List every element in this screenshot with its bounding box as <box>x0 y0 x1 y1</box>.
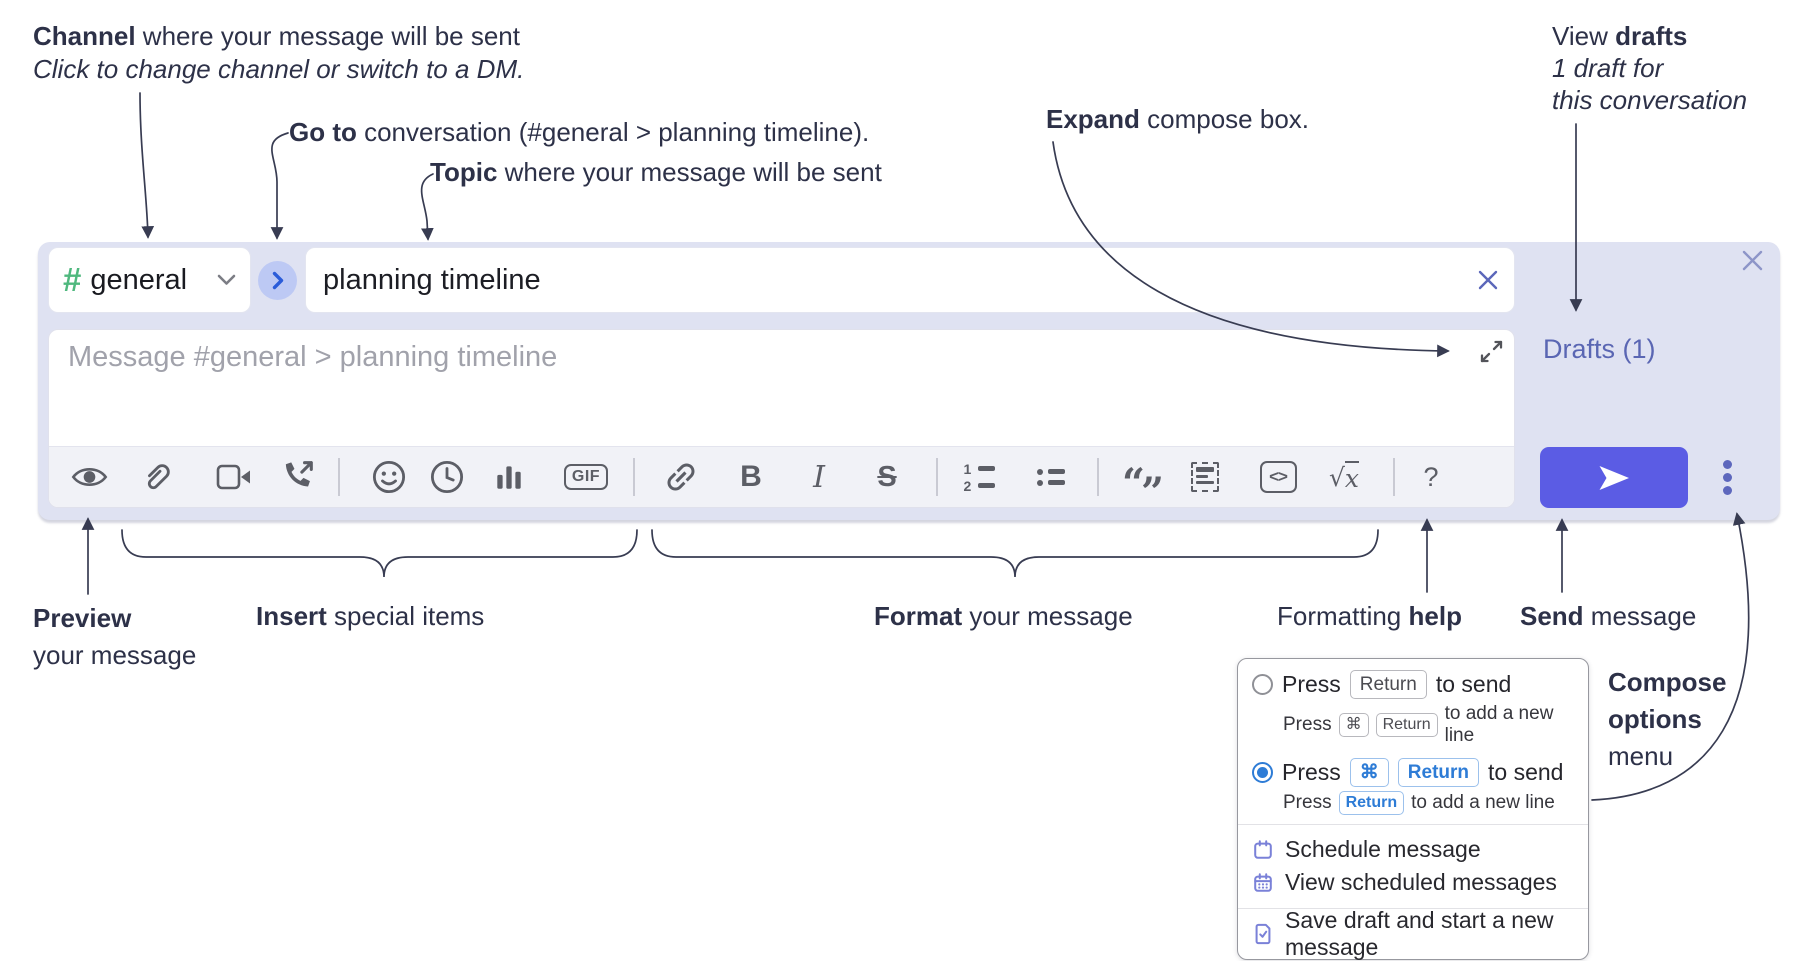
calendar-icon <box>1254 839 1272 859</box>
chevron-down-icon <box>217 274 236 285</box>
toolbar-divider <box>1097 458 1099 496</box>
format-annotation: Format your message <box>874 601 1133 631</box>
compose-box: # general Drafts (1) <box>38 242 1780 520</box>
menu-item-label: Schedule message <box>1285 836 1481 862</box>
toolbar-divider <box>1393 458 1395 496</box>
chevron-right-icon <box>272 271 283 290</box>
send-annotation: Send message <box>1520 601 1697 631</box>
cmd-key: ⌘ <box>1349 758 1389 787</box>
compose-options-menu: Press Return to send Press ⌘ Return to a… <box>1237 658 1589 960</box>
quote-close: ” <box>1141 469 1164 508</box>
option1-suffix: to send <box>1435 671 1512 697</box>
compose-toolbar: GIF B I S 1 2 <box>49 446 1514 507</box>
topic-input[interactable] <box>306 248 1514 312</box>
math-x: x <box>1344 461 1360 493</box>
channel-hash-icon: # <box>63 261 82 298</box>
numbered-list-icon[interactable]: 1 2 <box>957 455 1001 499</box>
goto-annotation: Go to conversation (#general > planning … <box>289 117 870 147</box>
message-formatting-help-icon[interactable]: ? <box>1423 461 1439 492</box>
draft-check-icon <box>1255 923 1271 944</box>
voice-call-icon[interactable] <box>276 455 320 499</box>
insert-annotation: Insert special items <box>256 601 485 631</box>
goto-connector <box>270 132 289 240</box>
radio-selected-icon[interactable] <box>1252 762 1273 783</box>
compose-options-annotation: Compose options menu <box>1608 667 1727 771</box>
option1-subtext: Press ⌘ Return to add a new line <box>1283 703 1554 746</box>
drafts-annotation-line3: this conversation <box>1552 85 1748 115</box>
video-call-icon[interactable] <box>212 455 256 499</box>
toolbar-divider <box>338 458 340 496</box>
go-to-conversation-button[interactable] <box>258 261 297 300</box>
option2-press: Press <box>1282 759 1341 785</box>
math-icon[interactable]: √x <box>1322 455 1366 499</box>
send-button[interactable] <box>1540 447 1688 508</box>
gif-icon[interactable]: GIF <box>562 455 610 499</box>
menu-item-label: Save draft and start a new message <box>1285 906 1554 960</box>
quote-open: “ <box>1121 460 1145 507</box>
schedule-time-icon[interactable] <box>425 455 469 499</box>
italic-icon[interactable]: I <box>813 459 825 495</box>
option2-subtext: Press Return to add a new line <box>1283 791 1555 815</box>
drafts-annotation-line1: View drafts <box>1552 21 1688 51</box>
topic-input-wrap <box>305 247 1515 313</box>
link-icon[interactable] <box>659 455 703 499</box>
insert-brace <box>121 529 638 578</box>
menu-item-view-scheduled[interactable]: View scheduled messages <box>1252 866 1574 899</box>
channel-connector <box>139 92 155 239</box>
option1-press: Press <box>1282 671 1341 697</box>
drafts-annotation: View drafts 1 draft for this conversatio… <box>1552 20 1747 116</box>
channel-name: general <box>90 263 188 296</box>
cmd-key: ⌘ <box>1338 713 1369 737</box>
toolbar-divider <box>936 458 938 496</box>
toolbar-divider <box>633 458 635 496</box>
return-key: Return <box>1338 791 1405 815</box>
strikethrough-icon[interactable]: S <box>877 460 897 493</box>
message-input[interactable] <box>49 330 1514 447</box>
attach-file-icon[interactable] <box>135 455 179 499</box>
message-panel: GIF B I S 1 2 <box>48 329 1515 508</box>
menu-item-label: View scheduled messages <box>1285 869 1557 895</box>
formatting-help-annotation: Formatting help <box>1277 601 1462 631</box>
return-key: Return <box>1349 670 1427 699</box>
compose-options-ellipsis-icon[interactable] <box>1717 460 1737 495</box>
option-cmd-return-to-send[interactable]: Press ⌘ Return to send <box>1252 758 1574 787</box>
menu-divider <box>1238 824 1588 825</box>
preview-icon[interactable] <box>67 455 111 499</box>
ol-number: 1 <box>963 460 972 477</box>
close-icon[interactable] <box>1740 248 1765 273</box>
return-key: Return <box>1375 713 1438 737</box>
format-brace <box>651 529 1379 578</box>
send-icon <box>1599 465 1629 490</box>
preview-annotation: Preview your message <box>33 603 197 670</box>
return-key: Return <box>1397 758 1480 787</box>
drafts-annotation-line2: 1 draft for <box>1552 53 1664 83</box>
option2-suffix: to send <box>1488 759 1564 785</box>
expand-compose-icon[interactable] <box>1478 338 1505 365</box>
gif-label: GIF <box>563 464 609 490</box>
expand-annotation: Expand compose box. <box>1046 104 1310 134</box>
option-return-to-send[interactable]: Press Return to send <box>1252 670 1574 699</box>
quote-icon[interactable]: “” <box>1119 455 1164 508</box>
math-root: √ <box>1328 462 1345 492</box>
code-icon[interactable]: <> <box>1256 455 1300 499</box>
spoiler-icon[interactable] <box>1183 455 1227 499</box>
radio-unselected-icon[interactable] <box>1252 674 1273 695</box>
menu-item-schedule-message[interactable]: Schedule message <box>1252 833 1574 866</box>
calendar-dots-icon <box>1254 872 1272 892</box>
topic-annotation: Topic where your message will be sent <box>430 157 882 187</box>
bold-icon[interactable]: B <box>740 460 762 493</box>
menu-item-save-draft[interactable]: Save draft and start a new message <box>1252 907 1574 960</box>
menu-divider <box>1238 908 1588 909</box>
drafts-link[interactable]: Drafts (1) <box>1543 334 1656 364</box>
channel-selector[interactable]: # general <box>48 247 251 313</box>
bulleted-list-icon[interactable] <box>1029 455 1073 499</box>
channel-annotation-line2: Click to change channel or switch to a D… <box>33 54 525 84</box>
code-label: <> <box>1259 461 1297 493</box>
ol-number: 2 <box>963 477 972 494</box>
channel-annotation: Channel where your message will be sent … <box>33 20 524 86</box>
poll-icon[interactable] <box>487 455 531 499</box>
topic-clear-icon[interactable] <box>1476 268 1500 292</box>
channel-annotation-line1: Channel where your message will be sent <box>33 21 520 51</box>
emoji-icon[interactable] <box>367 455 411 499</box>
